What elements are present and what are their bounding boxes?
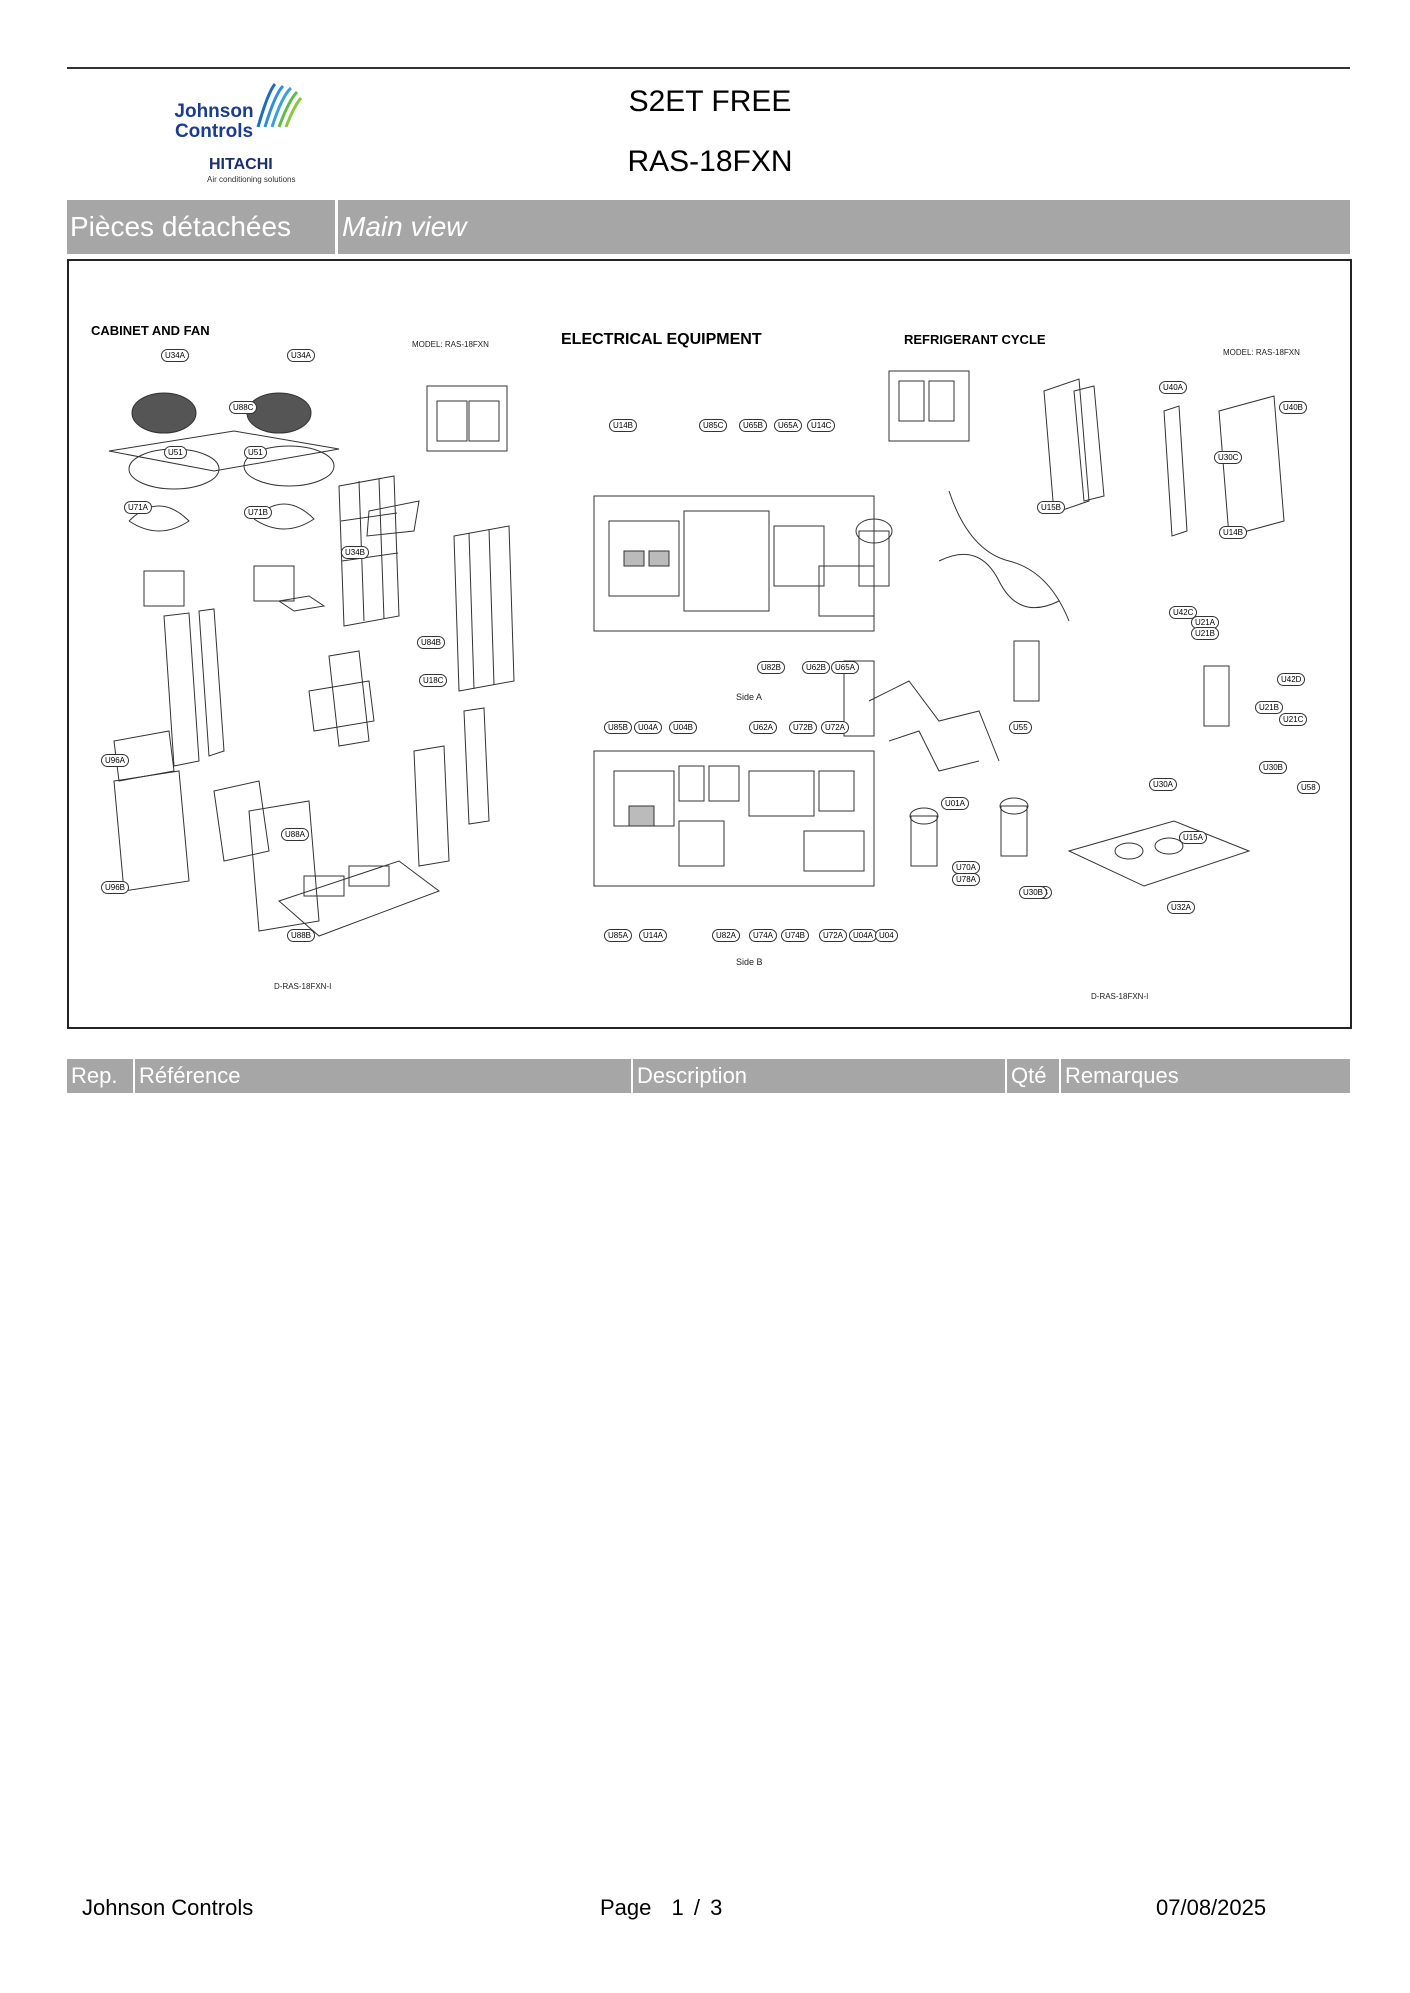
view-label: Main view [338,200,1350,254]
part-callout: U51 [244,446,267,459]
part-callout: U65A [774,419,803,432]
logo-wave-icon [256,83,303,128]
column-remarks: Remarques [1061,1059,1350,1093]
part-callout: U82B [757,661,786,674]
part-callout: U04B [669,721,698,734]
drawing-number-right: D-RAS-18FXN-I [1091,992,1149,1001]
part-callout: U18C [419,674,448,687]
part-callout: U30B [1259,761,1288,774]
part-callout: U65A [831,661,860,674]
refrigerant-drawing [843,370,1285,887]
model-label-left: MODEL: RAS-18FXN [412,340,489,349]
part-callout: U96A [101,754,130,767]
drawing-number-left: D-RAS-18FXN-I [274,982,332,991]
part-callout: U14B [609,419,638,432]
part-callout: U15A [1179,831,1208,844]
part-callout: U82A [712,929,741,942]
part-callout: U30B [1019,886,1048,899]
page-subtitle: RAS-18FXN [627,145,793,178]
part-callout: U71B [244,506,273,519]
part-callout: U42C [1169,606,1198,619]
part-callout: U62A [749,721,778,734]
part-callout: U78A [952,873,981,886]
part-callout: U01A [941,797,970,810]
footer-pagination: Page 1 / 3 [600,1895,722,1921]
part-callout: U65B [739,419,768,432]
column-rep: Rep. [67,1059,133,1093]
part-callout: U71A [124,501,153,514]
part-callout: U74A [749,929,778,942]
cabinet-fan-title: CABINET AND FAN [91,323,210,338]
column-reference: Référence [135,1059,631,1093]
part-callout: U51 [164,446,187,459]
side-b-label: Side B [736,957,763,967]
logo-tagline: Air conditioning solutions [207,175,296,184]
section-label: Pièces détachées [67,200,335,254]
part-callout: U72A [821,721,850,734]
part-callout: U88A [281,828,310,841]
part-callout: U34B [341,546,370,559]
part-callout: U85A [604,929,633,942]
part-callout: U42D [1277,673,1306,686]
part-callout: U21B [1191,627,1220,640]
part-callout: U04 [875,929,898,942]
parts-table-header: Rep. Référence Description Qté Remarques [67,1059,1350,1093]
part-callout: U74B [781,929,810,942]
part-callout: U40B [1279,401,1308,414]
part-callout: U14C [807,419,836,432]
top-rule [67,67,1350,69]
electrical-side-a-drawing [593,495,875,632]
column-description: Description [633,1059,1005,1093]
page-label: Page [600,1895,652,1920]
part-callout: U32A [1167,901,1196,914]
page-total: 3 [710,1895,723,1920]
part-callout: U04A [634,721,663,734]
footer-company: Johnson Controls [82,1895,254,1920]
part-callout: U55 [1009,721,1032,734]
part-callout: U88C [229,401,258,414]
cabinet-fan-drawing [108,392,515,937]
page-current: 1 [671,1895,684,1920]
page-title: S2ET FREE [628,85,792,118]
part-callout: U34A [161,349,190,362]
part-callout: U85C [699,419,728,432]
part-callout: U15B [1037,501,1066,514]
part-callout: U21C [1279,713,1308,726]
column-qty: Qté [1007,1059,1059,1093]
part-callout: U21B [1255,701,1284,714]
part-callout: U30A [1149,778,1178,791]
part-callout: U85B [604,721,633,734]
side-a-label: Side A [736,692,763,702]
part-callout: U62B [802,661,831,674]
part-callout: U72A [819,929,848,942]
footer-date: 07/08/2025 [1156,1895,1267,1920]
part-callout: U58 [1297,781,1320,794]
part-callout: U96B [101,881,130,894]
diagram-drawing [108,370,1285,937]
part-callout: U72B [789,721,818,734]
part-callout: U40A [1159,381,1188,394]
part-callout: U14A [639,929,668,942]
electrical-side-b-drawing [593,750,875,887]
part-callout: U14B [1219,526,1248,539]
refrigerant-title: REFRIGERANT CYCLE [904,332,1046,347]
exploded-view-diagram: CABINET AND FAN ELECTRICAL EQUIPMENT REF… [67,259,1352,1029]
part-callout: U04A [849,929,878,942]
part-callout: U34A [287,349,316,362]
part-callout: U30C [1214,451,1243,464]
electrical-title: ELECTRICAL EQUIPMENT [561,331,762,348]
logo-hitachi: HITACHI [209,156,273,173]
model-label-right: MODEL: RAS-18FXN [1223,348,1300,357]
part-callout: U84B [417,636,446,649]
part-callout: U88B [287,929,316,942]
page-separator: / [693,1895,701,1920]
